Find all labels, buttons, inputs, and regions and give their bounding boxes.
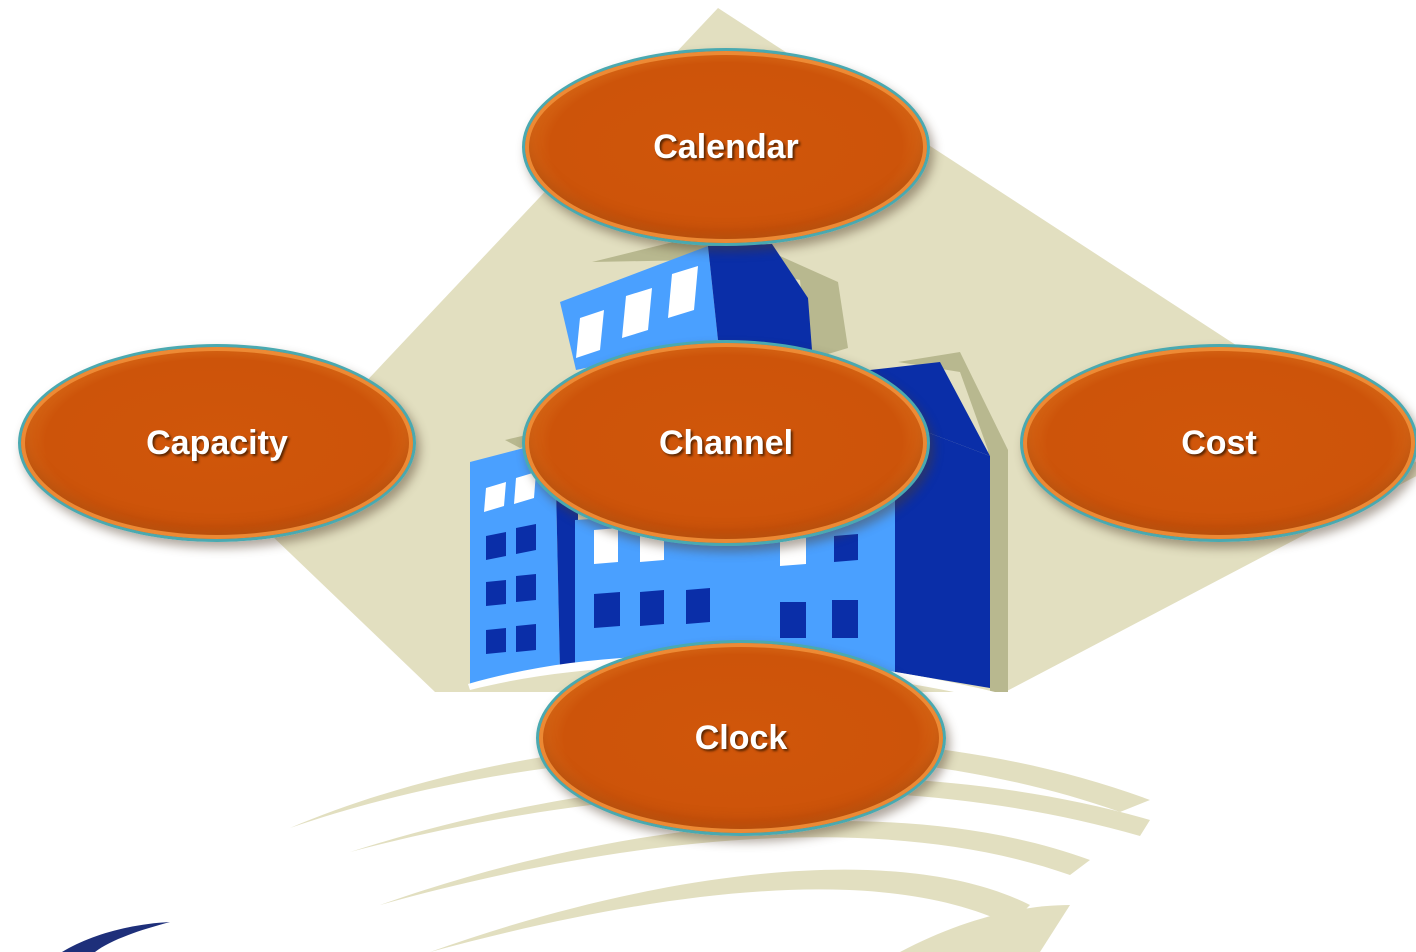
- capacity-node: Capacity: [18, 344, 416, 542]
- capacity-label: Capacity: [146, 423, 288, 462]
- cost-node: Cost: [1020, 344, 1416, 542]
- clock-node: Clock: [536, 640, 946, 836]
- cost-label: Cost: [1181, 423, 1257, 462]
- clock-label: Clock: [694, 718, 788, 757]
- corner-swoosh-icon: [62, 922, 170, 952]
- calendar-label: Calendar: [653, 127, 799, 166]
- calendar-node: Calendar: [522, 48, 930, 246]
- channel-label: Channel: [658, 423, 794, 462]
- channel-node: Channel: [522, 340, 930, 546]
